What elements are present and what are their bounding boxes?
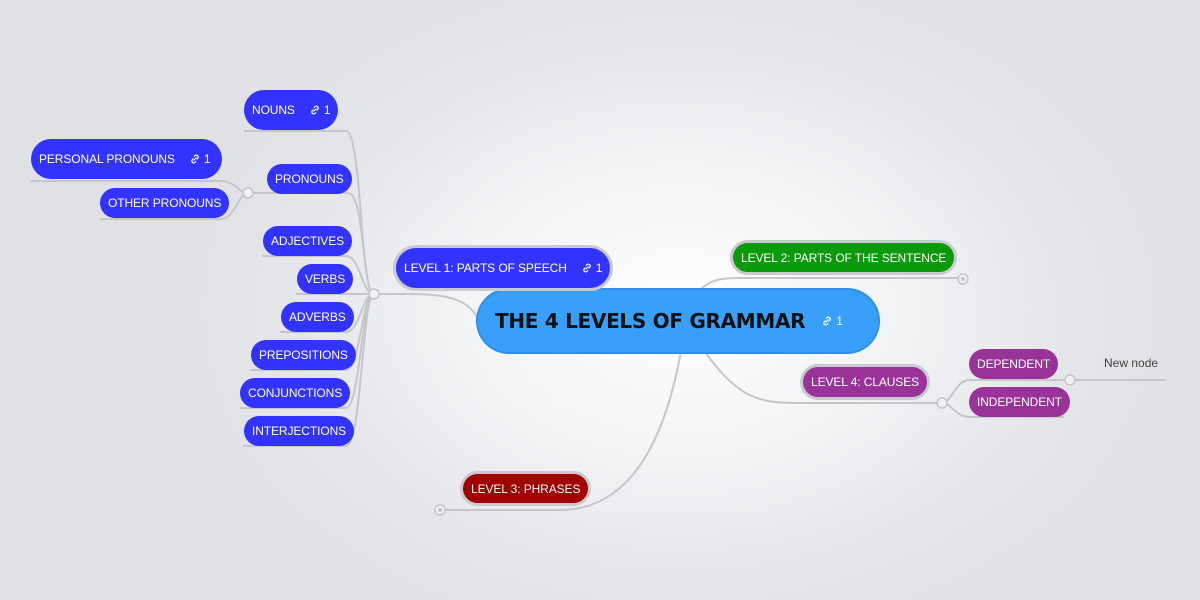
- adverbs-label: ADVERBS: [289, 310, 346, 324]
- conjunctions-label: CONJUNCTIONS: [248, 386, 343, 400]
- personal-pronouns-label: PERSONAL PRONOUNS: [39, 152, 175, 166]
- link-icon: [823, 316, 832, 326]
- level4-label: LEVEL 4: CLAUSES: [811, 375, 920, 389]
- pronouns-label: PRONOUNS: [275, 172, 344, 186]
- level3-node[interactable]: LEVEL 3: PHRASES: [463, 474, 589, 503]
- independent-label: INDEPENDENT: [977, 395, 1062, 409]
- link-icon: [191, 154, 199, 164]
- central-topic-title: THE 4 LEVELS OF GRAMMAR: [495, 309, 806, 333]
- level4-collapse-handle[interactable]: [936, 397, 948, 409]
- level1-node[interactable]: LEVEL 1: PARTS OF SPEECH 1: [396, 248, 611, 288]
- prepositions-label: PREPOSITIONS: [259, 348, 348, 362]
- personal-pronouns-node[interactable]: PERSONAL PRONOUNS 1: [31, 139, 223, 179]
- interjections-label: INTERJECTIONS: [252, 424, 347, 438]
- level2-label: LEVEL 2: PARTS OF THE SENTENCE: [741, 250, 947, 265]
- dependent-collapse-handle[interactable]: [1064, 374, 1076, 386]
- central-link-badge[interactable]: 1: [821, 314, 843, 328]
- level2-node[interactable]: LEVEL 2: PARTS OF THE SENTENCE: [733, 243, 955, 272]
- verbs-label: VERBS: [305, 272, 346, 286]
- adverbs-node[interactable]: ADVERBS: [281, 302, 354, 332]
- adjectives-label: ADJECTIVES: [271, 234, 345, 248]
- level1-label: LEVEL 1: PARTS OF SPEECH: [404, 261, 567, 275]
- verbs-node[interactable]: VERBS: [297, 264, 354, 294]
- new-node-label: New node: [1104, 356, 1159, 370]
- prepositions-node[interactable]: PREPOSITIONS: [251, 340, 356, 370]
- new-node[interactable]: New node: [1104, 356, 1158, 370]
- other-pronouns-node[interactable]: OTHER PRONOUNS: [100, 188, 230, 218]
- link-icon: [583, 263, 591, 273]
- adjectives-node[interactable]: ADJECTIVES: [263, 226, 353, 256]
- personal-pronouns-link-badge[interactable]: 1: [189, 152, 211, 166]
- pronouns-node[interactable]: PRONOUNS: [267, 164, 352, 194]
- dependent-label: DEPENDENT: [977, 357, 1051, 371]
- nouns-node[interactable]: NOUNS 1: [244, 90, 339, 130]
- level3-label: LEVEL 3: PHRASES: [471, 481, 581, 496]
- central-topic-node[interactable]: THE 4 LEVELS OF GRAMMAR 1: [478, 290, 878, 352]
- other-pronouns-label: OTHER PRONOUNS: [108, 196, 222, 210]
- conjunctions-node[interactable]: CONJUNCTIONS: [240, 378, 351, 408]
- level1-link-badge[interactable]: 1: [581, 261, 602, 275]
- interjections-node[interactable]: INTERJECTIONS: [244, 416, 355, 446]
- nouns-label: NOUNS: [252, 103, 295, 117]
- level1-collapse-handle[interactable]: [368, 288, 380, 300]
- pronouns-collapse-handle[interactable]: [242, 187, 254, 199]
- level4-node[interactable]: LEVEL 4: CLAUSES: [803, 367, 928, 397]
- dependent-node[interactable]: DEPENDENT: [969, 349, 1059, 379]
- link-icon: [311, 105, 319, 115]
- nouns-link-badge[interactable]: 1: [309, 103, 331, 117]
- independent-node[interactable]: INDEPENDENT: [969, 387, 1070, 417]
